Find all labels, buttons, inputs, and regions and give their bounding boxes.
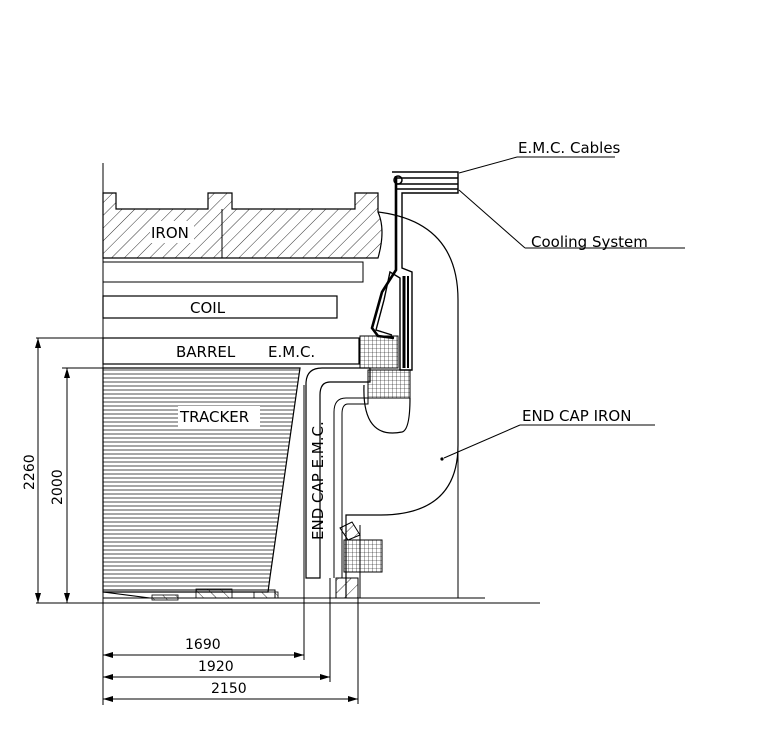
iron-label: IRON bbox=[151, 224, 189, 242]
tracker: TRACKER bbox=[102, 367, 301, 601]
label-leaders bbox=[443, 156, 685, 459]
dimension-2150: 2150 bbox=[103, 598, 359, 704]
inner-frame bbox=[102, 261, 364, 283]
dimension-1920: 1920 bbox=[103, 578, 331, 682]
coil: COIL bbox=[102, 295, 338, 319]
end-cap-iron-label: END CAP IRON bbox=[522, 407, 631, 425]
barrel-emc-label: BARREL bbox=[176, 343, 236, 361]
end-cap-iron bbox=[335, 211, 459, 599]
tracker-label: TRACKER bbox=[179, 408, 249, 426]
dim-1690-text: 1690 bbox=[185, 637, 221, 653]
dim-1920-text: 1920 bbox=[198, 659, 234, 675]
end-cap-emc-label: END CAP E.M.C. bbox=[309, 421, 327, 540]
dimension-2000: 2000 bbox=[50, 368, 70, 603]
iron-yoke: IRON bbox=[102, 192, 383, 259]
end-cap-emc: END CAP E.M.C. bbox=[305, 367, 411, 579]
dim-2150-text: 2150 bbox=[211, 681, 247, 697]
barrel-emc: BARREL E.M.C. bbox=[102, 335, 399, 369]
barrel-emc-label-2: E.M.C. bbox=[268, 343, 315, 361]
dim-2000-text: 2000 bbox=[50, 469, 66, 505]
dimension-2260: 2260 bbox=[22, 338, 41, 603]
dim-2260-text: 2260 bbox=[22, 454, 38, 490]
coil-label: COIL bbox=[190, 299, 226, 317]
emc-cables-label: E.M.C. Cables bbox=[518, 139, 621, 157]
emc-cables-and-cooling bbox=[370, 171, 459, 371]
cooling-system-label: Cooling System bbox=[531, 233, 648, 251]
dimension-1690: 1690 bbox=[103, 385, 305, 660]
